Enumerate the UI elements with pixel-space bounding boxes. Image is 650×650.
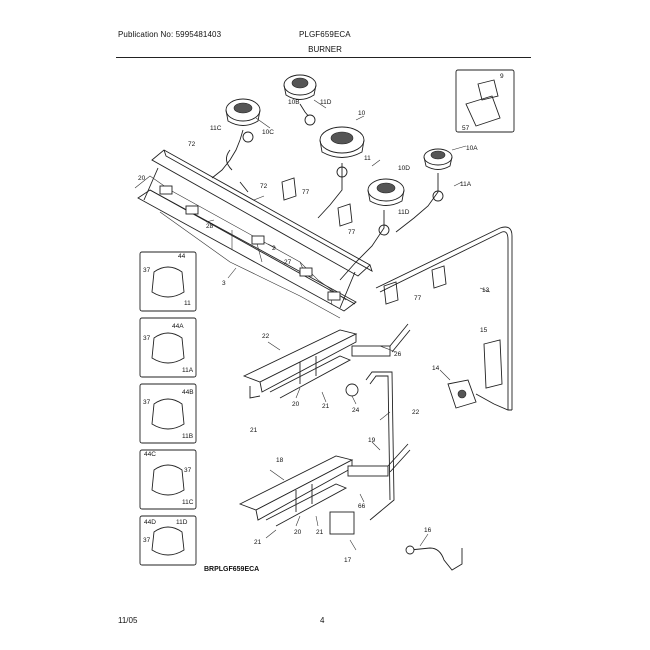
callout: 72	[260, 183, 268, 190]
page-number: 4	[320, 616, 325, 625]
callout: 20	[138, 175, 146, 182]
gas-tube-22	[365, 371, 395, 521]
callout: 44C	[144, 451, 156, 458]
leader-lines	[205, 99, 491, 551]
gas-tube-13	[375, 226, 513, 411]
burner-10B	[283, 74, 317, 100]
burner-10C	[225, 98, 261, 126]
callout: 44A	[172, 323, 184, 330]
callout: 72	[188, 141, 196, 148]
detail-box-11B	[139, 383, 197, 444]
drawing-code: BRPLGF659ECA	[204, 566, 260, 573]
callout: 14	[432, 365, 440, 372]
callout: 37	[143, 399, 151, 406]
callout: 28	[206, 223, 214, 230]
detail-box-11C	[139, 449, 197, 510]
callout: 44	[178, 253, 186, 260]
callout: 19	[368, 437, 376, 444]
callout: 27	[284, 259, 292, 266]
callout: 11A	[460, 181, 472, 188]
callout: 11D	[176, 519, 188, 526]
callout: 16	[424, 527, 432, 534]
footer-date: 11/05	[118, 616, 138, 625]
callout: 26	[394, 351, 402, 358]
callout: 66	[358, 503, 366, 510]
callout: 37	[143, 335, 151, 342]
callout: 11D	[320, 99, 332, 106]
callout: 11C	[210, 125, 222, 132]
callout: 22	[412, 409, 420, 416]
callout: 37	[184, 467, 192, 474]
callout: 21	[322, 403, 330, 410]
callout: 11	[364, 155, 371, 162]
burner-10	[319, 126, 365, 158]
pressure-regulator-14	[447, 379, 495, 409]
callout: 11C	[182, 499, 194, 506]
burner-10A	[423, 148, 453, 170]
callout: 44B	[182, 389, 194, 396]
detail-box-11A	[139, 317, 197, 378]
detail-box-11	[139, 251, 197, 312]
callout: 2	[272, 245, 276, 252]
callout: 3	[222, 280, 226, 287]
callout: 77	[414, 295, 422, 302]
orifice-holders	[211, 103, 444, 281]
callout: 10	[358, 110, 366, 117]
detail-box-9-57	[455, 69, 515, 133]
callout: 21	[254, 539, 262, 546]
callout: 13	[482, 287, 490, 294]
callout: 9	[500, 73, 504, 80]
burner-10D	[367, 178, 405, 206]
callout: 37	[143, 537, 151, 544]
detail-box-11D	[139, 515, 197, 566]
header-rule	[116, 57, 531, 58]
callout: 44D	[144, 519, 156, 526]
callout: 11	[184, 300, 191, 307]
callout: 21	[316, 529, 324, 536]
callout: 15	[480, 327, 488, 334]
callout: 11B	[182, 433, 193, 440]
model-number: PLGF659ECA	[299, 30, 351, 39]
callout: 24	[352, 407, 360, 414]
callout: 18	[276, 457, 284, 464]
brackets-77	[281, 177, 447, 305]
oven-burner-upper	[242, 323, 411, 399]
callout: 21	[250, 427, 258, 434]
callout: 22	[262, 333, 270, 340]
callout: 77	[302, 189, 310, 196]
callout: 10B	[288, 99, 300, 106]
callout: 11A	[182, 367, 194, 374]
gas-tube-16	[405, 545, 463, 571]
bracket-15	[483, 339, 503, 389]
callout: 20	[292, 401, 300, 408]
callout: 11D	[398, 209, 410, 216]
manifold-valves	[159, 185, 341, 301]
callout: 20	[294, 529, 302, 536]
section-title: BURNER	[308, 45, 342, 54]
callout-labels: 10B 11D 10 11C 10C 72 20 11 10D 10A 9 57…	[138, 73, 504, 564]
callout: 37	[143, 267, 151, 274]
callout: 10C	[262, 129, 274, 136]
manifold-rail	[134, 149, 373, 319]
oven-burner-lower	[238, 443, 411, 535]
callout: 77	[348, 229, 356, 236]
callout: 10D	[398, 165, 410, 172]
callout: 17	[344, 557, 352, 564]
callout: 10A	[466, 145, 478, 152]
callout: 57	[462, 125, 470, 132]
publication-number: Publication No: 5995481403	[118, 30, 222, 39]
